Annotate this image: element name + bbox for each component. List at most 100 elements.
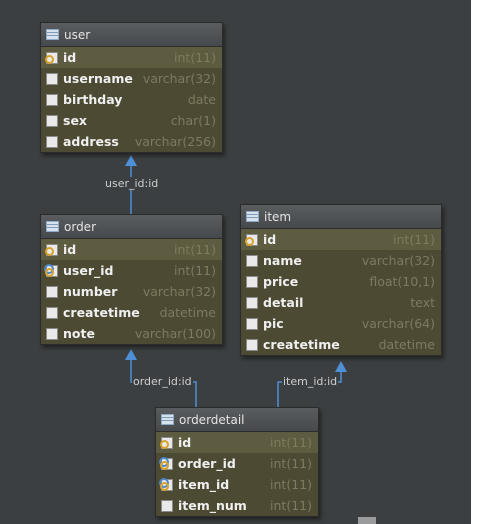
column-icon [46,72,58,85]
table-row[interactable]: id int(11) [41,239,222,260]
table-icon [46,29,59,40]
table-order-title: order [64,219,96,234]
table-row[interactable]: item_num int(11) [156,495,318,516]
column-name: note [63,326,95,341]
table-row[interactable]: user_id int(11) [41,260,222,281]
column-type: varchar(256) [134,134,216,149]
column-icon [246,338,258,351]
column-icon [161,499,173,512]
table-row[interactable]: pic varchar(64) [241,313,441,334]
column-icon [246,275,258,288]
column-name: name [263,253,302,268]
table-user[interactable]: user id int(11) username varchar(32) bir… [40,22,223,153]
column-name: item_num [178,498,247,513]
column-name: user_id [63,263,114,278]
column-icon [46,306,58,319]
column-type: int(11) [270,498,312,513]
column-icon [46,93,58,106]
column-type: varchar(32) [361,253,435,268]
table-orderdetail[interactable]: orderdetail id int(11) order_id int(11) … [155,407,319,517]
table-order-columns: id int(11) user_id int(11) number varcha… [41,239,222,344]
table-order[interactable]: order id int(11) user_id int(11) number … [40,214,223,345]
column-icon [246,296,258,309]
relation-user-order-arrow [125,155,137,166]
table-orderdetail-columns: id int(11) order_id int(11) item_id int(… [156,432,318,516]
column-type: char(1) [170,113,216,128]
column-icon [46,135,58,148]
column-name: id [63,242,77,257]
column-name: id [63,50,77,65]
relation-label-order-orderdetail: order_id:id [132,375,193,388]
table-row[interactable]: createtime datetime [41,302,222,323]
table-orderdetail-title: orderdetail [179,412,245,427]
table-row[interactable]: number varchar(32) [41,281,222,302]
table-row[interactable]: order_id int(11) [156,453,318,474]
column-type: int(11) [270,477,312,492]
column-type: int(11) [393,232,435,247]
table-row[interactable]: username varchar(32) [41,68,222,89]
table-row[interactable]: createtime datetime [241,334,441,355]
table-row[interactable]: note varchar(100) [41,323,222,344]
column-name: price [263,274,299,289]
column-type: datetime [378,337,435,352]
column-type: text [410,295,435,310]
column-name: address [63,134,119,149]
column-icon [246,317,258,330]
column-name: birthday [63,92,123,107]
table-row[interactable]: sex char(1) [41,110,222,131]
column-type: int(11) [270,435,312,450]
column-icon [246,254,258,267]
table-row[interactable]: price float(10,1) [241,271,441,292]
column-type: datetime [159,305,216,320]
column-name: id [178,435,192,450]
column-type: varchar(32) [142,284,216,299]
column-type: int(11) [270,456,312,471]
column-type: int(11) [174,263,216,278]
column-type: date [187,92,216,107]
relation-label-user-order: user_id:id [104,177,160,190]
table-row[interactable]: id int(11) [156,432,318,453]
table-item-header[interactable]: item [241,205,441,229]
column-name: order_id [178,456,236,471]
column-type: varchar(64) [361,316,435,331]
column-name: item_id [178,477,230,492]
column-type: float(10,1) [369,274,435,289]
table-orderdetail-header[interactable]: orderdetail [156,408,318,432]
table-icon [246,211,259,222]
column-name: createtime [263,337,340,352]
table-row[interactable]: name varchar(32) [241,250,441,271]
table-user-columns: id int(11) username varchar(32) birthday… [41,47,222,152]
table-order-header[interactable]: order [41,215,222,239]
partial-glyph [358,517,376,524]
table-icon [161,414,174,425]
table-row[interactable]: id int(11) [41,47,222,68]
column-name: username [63,71,133,86]
table-user-header[interactable]: user [41,23,222,47]
column-name: createtime [63,305,140,320]
primary-key-icon [45,51,58,64]
primary-key-icon [160,436,173,449]
foreign-key-icon [159,456,173,470]
column-type: int(11) [174,50,216,65]
table-row[interactable]: detail text [241,292,441,313]
primary-key-icon [45,243,58,256]
table-row[interactable]: address varchar(256) [41,131,222,152]
column-name: sex [63,113,87,128]
column-icon [46,114,58,127]
table-item-title: item [264,209,292,224]
table-row[interactable]: item_id int(11) [156,474,318,495]
column-icon [46,327,58,340]
column-type: varchar(32) [142,71,216,86]
table-item[interactable]: item id int(11) name varchar(32) price f… [240,204,442,356]
primary-key-icon [245,233,258,246]
column-icon [46,285,58,298]
column-type: int(11) [174,242,216,257]
foreign-key-icon [44,263,58,277]
relation-order-orderdetail-arrow [125,349,137,360]
table-row[interactable]: birthday date [41,89,222,110]
column-name: id [263,232,277,247]
table-row[interactable]: id int(11) [241,229,441,250]
column-name: pic [263,316,284,331]
column-type: varchar(100) [134,326,216,341]
